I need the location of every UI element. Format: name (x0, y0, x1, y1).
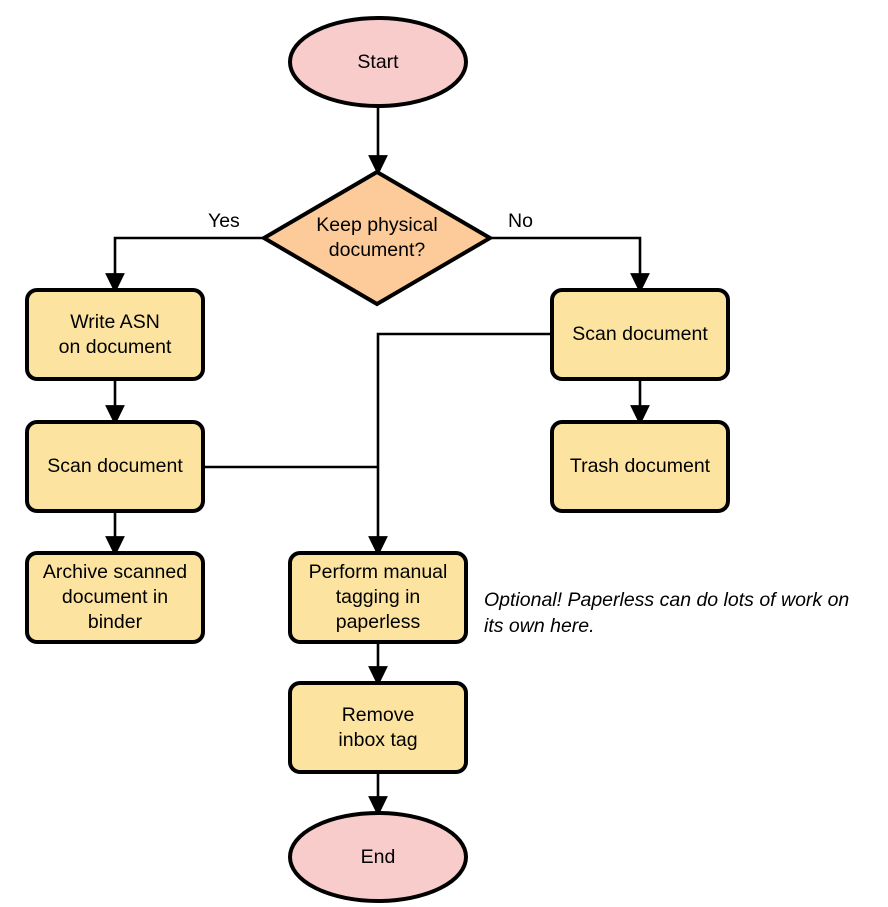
edge-decision-to-scan-right (490, 236, 650, 294)
node-start-shape[interactable] (288, 16, 468, 108)
optional-note-annotation: Optional! Paperless can do lots of work … (484, 589, 850, 637)
node-archive-binder-shape[interactable] (25, 551, 205, 644)
node-write-asn-shape[interactable] (25, 288, 205, 381)
node-scan-left-shape[interactable] (25, 420, 205, 513)
node-keep-physical-shape[interactable] (260, 169, 494, 307)
node-remove-inbox-tag-shape[interactable] (288, 681, 468, 774)
edge-decision-to-write-asn (105, 236, 264, 294)
edge-label-yes: Yes (208, 210, 240, 232)
node-scan-right-shape[interactable] (550, 288, 730, 381)
edge-label-no: No (508, 210, 533, 232)
node-manual-tagging-shape[interactable] (288, 551, 468, 644)
edge-scan-right-to-manual-tagging (368, 332, 552, 557)
connector-layer (105, 106, 650, 817)
node-trash-shape[interactable] (550, 420, 730, 513)
node-end-shape[interactable] (288, 811, 468, 903)
